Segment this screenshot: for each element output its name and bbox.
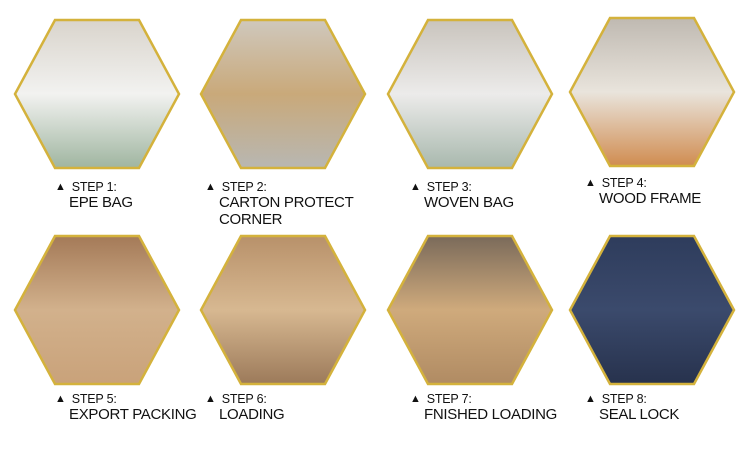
step-number-text: STEP 5:	[71, 392, 117, 406]
step-number-text: STEP 2:	[221, 180, 267, 194]
step-label: ▲ STEP 7:FNISHED LOADING	[410, 392, 557, 423]
triangle-bullet-icon: ▲	[410, 393, 421, 405]
step-number: ▲ STEP 6:	[205, 392, 284, 406]
step-number: ▲ STEP 8:	[585, 392, 679, 406]
step-number: ▲ STEP 4:	[585, 176, 701, 190]
hexagon-frame	[13, 234, 181, 386]
hexagon-frame	[199, 234, 367, 386]
hexagon-frame	[568, 234, 736, 386]
hexagon-frame	[13, 18, 181, 170]
step-title: CARTON PROTECT	[219, 194, 354, 211]
hexagon-frame	[386, 234, 554, 386]
hexagon-frame	[568, 16, 736, 168]
step-photo-stacked-export-cartons	[13, 234, 181, 386]
step-label: ▲ STEP 1:EPE BAG	[55, 180, 133, 211]
step-number: ▲ STEP 3:	[410, 180, 514, 194]
triangle-bullet-icon: ▲	[55, 393, 66, 405]
step-number-text: STEP 1:	[71, 180, 117, 194]
step-photo-white-bagged-furniture	[13, 18, 181, 170]
step-number: ▲ STEP 1:	[55, 180, 133, 194]
step-label: ▲ STEP 6:LOADING	[205, 392, 285, 423]
step-title: FNISHED LOADING	[424, 406, 558, 423]
step-photo-wood-frame-crate	[568, 16, 736, 168]
step-label: ▲ STEP 8:SEAL LOCK	[585, 392, 679, 423]
triangle-bullet-icon: ▲	[585, 393, 596, 405]
step-photo-finished-loading-container	[386, 234, 554, 386]
step-title: EXPORT PACKING	[69, 406, 197, 423]
step-title: CORNER	[219, 211, 283, 228]
step-number-text: STEP 6:	[221, 392, 267, 406]
step-photo-container-loading-cartons	[199, 234, 367, 386]
step-title: EPE BAG	[69, 194, 133, 211]
triangle-bullet-icon: ▲	[410, 181, 421, 193]
step-photo-carton-corner-furniture	[199, 18, 367, 170]
step-number-text: STEP 7:	[426, 392, 472, 406]
step-number-text: STEP 3:	[426, 180, 472, 194]
step-number: ▲ STEP 2:	[205, 180, 353, 194]
triangle-bullet-icon: ▲	[205, 393, 216, 405]
step-photo-container-door-seal	[568, 234, 736, 386]
step-label: ▲ STEP 5:EXPORT PACKING	[55, 392, 197, 423]
triangle-bullet-icon: ▲	[55, 181, 66, 193]
step-number: ▲ STEP 5:	[55, 392, 197, 406]
step-number-text: STEP 4:	[601, 176, 647, 190]
step-title: SEAL LOCK	[599, 406, 680, 423]
step-title: WOVEN BAG	[424, 194, 514, 211]
step-number: ▲ STEP 7:	[410, 392, 557, 406]
step-label: ▲ STEP 4:WOOD FRAME	[585, 176, 701, 207]
step-title: WOOD FRAME	[599, 190, 701, 207]
triangle-bullet-icon: ▲	[205, 181, 216, 193]
triangle-bullet-icon: ▲	[585, 177, 596, 189]
hexagon-frame	[199, 18, 367, 170]
step-number-text: STEP 8:	[601, 392, 647, 406]
step-title: LOADING	[219, 406, 285, 423]
step-photo-woven-bag-furniture	[386, 18, 554, 170]
hexagon-frame	[386, 18, 554, 170]
step-label: ▲ STEP 3:WOVEN BAG	[410, 180, 514, 211]
